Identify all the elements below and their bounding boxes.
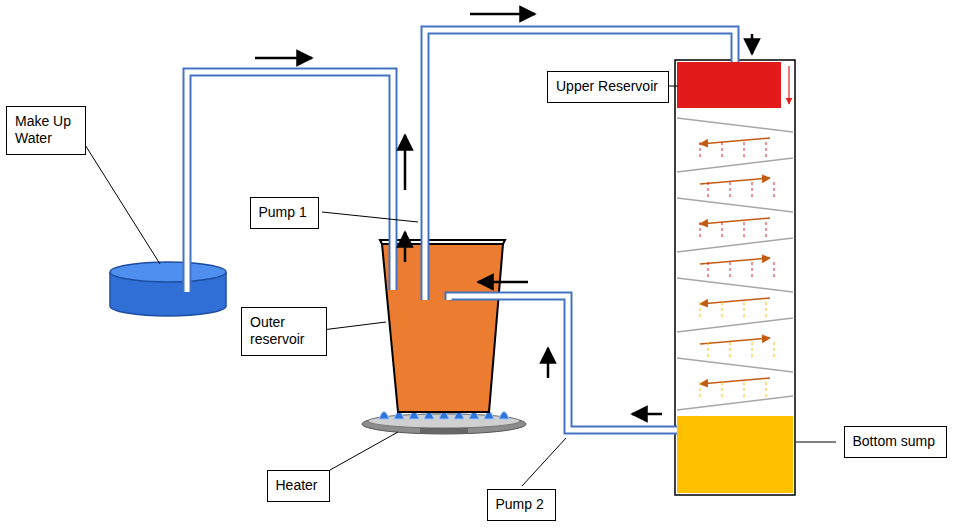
flow-arrow bbox=[700, 378, 770, 384]
make-up-tank bbox=[110, 262, 226, 316]
drip-line bbox=[766, 382, 767, 398]
callout-label: Pump 2 bbox=[496, 496, 547, 514]
flow-arrow bbox=[700, 218, 770, 224]
column-tray bbox=[677, 358, 793, 372]
outer-reservoir-vessel bbox=[382, 244, 503, 412]
drip-line bbox=[774, 182, 775, 198]
column-tray bbox=[677, 158, 793, 172]
flame bbox=[379, 412, 389, 420]
drip-line bbox=[730, 342, 731, 358]
flow-arrow bbox=[700, 298, 770, 304]
drip-line bbox=[774, 262, 775, 278]
flow-arrow bbox=[700, 258, 770, 264]
drip-line bbox=[730, 262, 731, 278]
drip-line bbox=[700, 222, 701, 238]
make-up-tank bbox=[110, 262, 226, 282]
flow-arrow bbox=[470, 13, 535, 16]
drip-line bbox=[752, 342, 753, 358]
leader-line bbox=[82, 140, 160, 264]
flow-arrow bbox=[404, 232, 407, 262]
drip-line bbox=[722, 382, 723, 398]
outer-reservoir-vessel bbox=[380, 240, 505, 412]
pipe bbox=[187, 72, 393, 292]
drip-line bbox=[700, 142, 701, 158]
drip-line bbox=[766, 302, 767, 318]
callout-label: Heater bbox=[276, 477, 321, 495]
column bbox=[677, 416, 793, 493]
callout-box: Upper Reservoir bbox=[547, 71, 669, 103]
flow-arrow bbox=[255, 57, 312, 60]
callout-label: Bottom sump bbox=[853, 433, 938, 451]
callout-box: Make Up Water bbox=[6, 106, 86, 155]
flow-arrow bbox=[700, 178, 770, 184]
callout-label: Make Up Water bbox=[15, 113, 75, 148]
drip-line bbox=[722, 222, 723, 238]
drip-line bbox=[744, 302, 745, 318]
pipe bbox=[449, 296, 677, 430]
column-tray bbox=[677, 118, 793, 410]
callout-label: Upper Reservoir bbox=[556, 78, 660, 96]
callout-box: Pump 2 bbox=[487, 489, 556, 521]
leader-line bbox=[82, 86, 836, 486]
outer-reservoir-vessel bbox=[380, 240, 505, 244]
flow-arrow bbox=[404, 135, 407, 190]
drip-line bbox=[744, 222, 745, 238]
pipe bbox=[449, 296, 677, 430]
drip-line bbox=[766, 142, 767, 158]
flow-arrow bbox=[547, 348, 550, 378]
pipe bbox=[425, 30, 735, 300]
callout-box: Outer reservoir bbox=[241, 307, 327, 356]
drip-line bbox=[708, 262, 709, 278]
drip-line bbox=[708, 342, 709, 358]
flow-arrow bbox=[700, 338, 770, 344]
drip-line bbox=[730, 182, 731, 198]
column bbox=[788, 66, 789, 104]
flow-arrow bbox=[478, 281, 528, 284]
flow-arrow bbox=[751, 34, 754, 54]
leader-line bbox=[330, 432, 398, 470]
column bbox=[675, 60, 795, 495]
column-tray bbox=[677, 118, 793, 132]
leader-line bbox=[322, 322, 386, 330]
callout-label: Pump 1 bbox=[259, 204, 310, 222]
column-tray bbox=[677, 238, 793, 252]
pipe bbox=[187, 72, 393, 292]
flow-arrow bbox=[700, 138, 770, 144]
callout-label: Outer reservoir bbox=[250, 314, 316, 349]
drip-line bbox=[708, 182, 709, 198]
leader-line bbox=[796, 442, 836, 443]
drip-line bbox=[744, 382, 745, 398]
flow-arrow bbox=[632, 413, 662, 416]
leader-line bbox=[322, 212, 418, 222]
column bbox=[677, 62, 781, 108]
drip-line bbox=[744, 142, 745, 158]
column-tray bbox=[677, 198, 793, 212]
drip-line bbox=[700, 302, 701, 318]
pipe bbox=[187, 30, 735, 430]
column bbox=[675, 60, 795, 495]
flow-arrow bbox=[255, 14, 752, 414]
callout-box: Heater bbox=[267, 470, 330, 502]
burner bbox=[420, 428, 468, 434]
column-tray bbox=[677, 396, 793, 410]
drip-line bbox=[700, 382, 701, 398]
callout-box: Bottom sump bbox=[844, 426, 947, 458]
drip-line bbox=[722, 142, 723, 158]
drip-line bbox=[722, 302, 723, 318]
flame bbox=[499, 412, 509, 420]
drip-line bbox=[766, 222, 767, 238]
pipe bbox=[425, 30, 735, 300]
column-tray bbox=[677, 318, 793, 332]
drip-line bbox=[774, 342, 775, 358]
callout-box: Pump 1 bbox=[250, 197, 319, 229]
column-tray bbox=[677, 278, 793, 292]
drip-line bbox=[752, 262, 753, 278]
drip-line bbox=[752, 182, 753, 198]
leader-line bbox=[522, 438, 566, 486]
